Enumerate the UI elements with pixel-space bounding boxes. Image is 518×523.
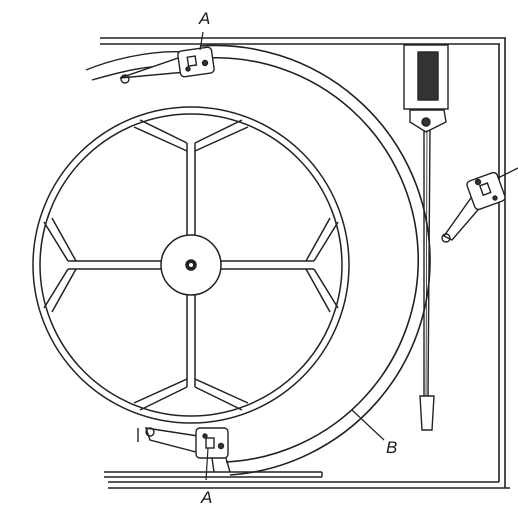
right-bracket-pivot [441, 233, 451, 243]
bottom-bracket-screw-2 [202, 433, 208, 439]
right-bracket [441, 167, 518, 243]
pendulum-clamp-bolt [421, 117, 431, 127]
label-track-guide: B [386, 438, 397, 457]
bottom-bracket-pivot [145, 427, 155, 437]
top-bracket-window [186, 55, 198, 67]
track-guide-leader [351, 409, 385, 441]
bottom-bracket-post [225, 457, 231, 473]
base-plate [104, 471, 323, 478]
wheel [32, 106, 350, 424]
right-bracket-screw [474, 178, 482, 186]
pendulum-weight [417, 51, 439, 101]
bottom-bracket-housing [195, 427, 229, 459]
pendulum-rod-center [425, 129, 428, 397]
top-bracket-screw [201, 59, 209, 67]
track-guide-inner-arc [205, 56, 420, 463]
pendulum-assembly [403, 44, 449, 431]
bottom-bracket-leader [205, 447, 209, 481]
right-bracket-screw-2 [492, 195, 498, 201]
top-bracket [85, 31, 215, 84]
wheel-inner-rim [39, 113, 343, 417]
top-bracket-link [119, 55, 187, 79]
bottom-bracket-post-2 [211, 457, 215, 473]
top-bracket-screw-2 [185, 66, 191, 72]
frame [100, 37, 510, 489]
wheel-outer-rim [32, 106, 350, 424]
wheel-axle-pin [189, 263, 193, 267]
label-bottom-bracket: A [200, 488, 212, 507]
top-bracket-leader [199, 31, 204, 51]
top-bracket-arm [85, 51, 185, 71]
bottom-bracket [137, 427, 231, 481]
bottom-bracket-window [205, 437, 215, 449]
right-bracket-arm [497, 167, 518, 179]
wheel-spokes [68, 143, 314, 387]
pendulum-rod-right [427, 129, 431, 397]
wheel-gussets [43, 119, 339, 411]
top-bracket-pivot [120, 74, 130, 84]
bottom-bracket-screw [217, 442, 225, 450]
right-bracket-window [478, 182, 492, 197]
pendulum-tip [419, 395, 435, 431]
label-top-bracket: A [198, 9, 210, 28]
